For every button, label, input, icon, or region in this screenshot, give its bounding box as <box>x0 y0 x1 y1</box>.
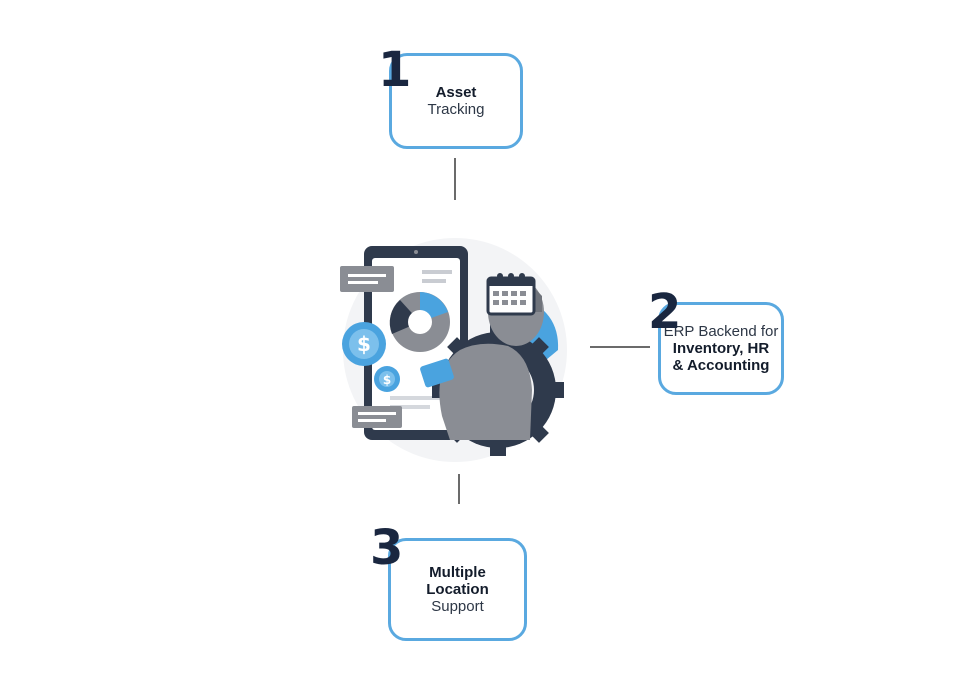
step-2-bold-line2: & Accounting <box>672 357 770 374</box>
connector-line-1 <box>454 158 456 200</box>
calendar-icon <box>486 273 536 316</box>
step-2-bold-line1: Inventory, HR <box>672 340 770 357</box>
pie-chart-icon <box>389 292 450 352</box>
svg-text:$: $ <box>357 332 371 356</box>
dollar-coin-icon: $ <box>342 322 386 366</box>
step-3-bold-line1: Multiple <box>429 564 486 581</box>
step-1-bold: Asset <box>435 84 477 101</box>
chat-bubble-icon-bottom <box>352 406 402 428</box>
step-number-2: 2 <box>648 284 681 340</box>
step-1-regular: Tracking <box>427 101 485 118</box>
step-2-regular: ERP Backend for <box>663 323 779 340</box>
dollar-coin-small-icon: $ <box>374 366 400 392</box>
connector-line-2 <box>590 346 650 348</box>
svg-text:$: $ <box>383 373 391 387</box>
step-3-bold-line2: Location <box>426 581 489 598</box>
step-box-multiple-location: Multiple Location Support <box>388 538 527 641</box>
step-3-regular: Support <box>431 598 484 615</box>
chat-bubble-icon-top <box>340 266 394 292</box>
step-number-3: 3 <box>370 520 403 576</box>
step-box-erp-backend: ERP Backend for Inventory, HR & Accounti… <box>658 302 784 395</box>
connector-line-3 <box>458 474 460 504</box>
erp-illustration: $ $ <box>340 238 567 462</box>
step-box-asset-tracking: Asset Tracking <box>389 53 523 149</box>
step-number-1: 1 <box>378 42 411 98</box>
